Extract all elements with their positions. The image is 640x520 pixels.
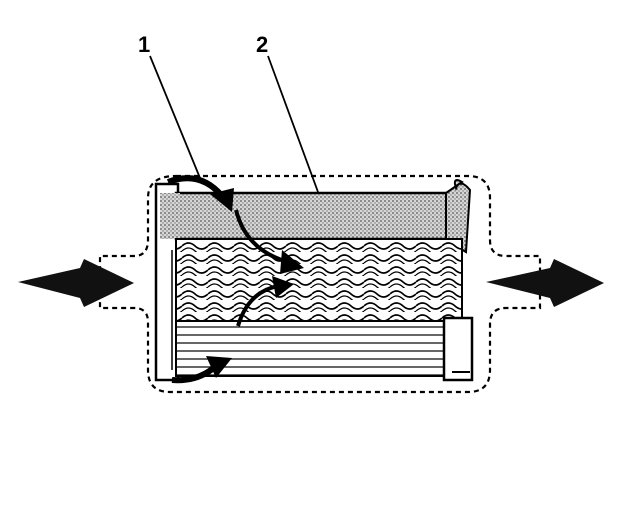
flow-arrow-center-curve xyxy=(234,209,289,264)
flow-arrow-top-curve xyxy=(166,175,225,199)
inlet-flow-arrow xyxy=(18,259,134,307)
callout-2-leader xyxy=(267,55,319,193)
outlet-flow-arrow xyxy=(486,259,604,307)
dashed-housing-outline xyxy=(98,174,542,394)
prefilter-torn-edge xyxy=(445,179,472,254)
prefilter-layer xyxy=(174,191,450,241)
flow-arrow-center-head xyxy=(280,250,304,274)
flow-arrow-lower-curve xyxy=(236,284,279,327)
right-end-cap xyxy=(442,316,474,382)
flow-arrow-top-head xyxy=(210,188,234,212)
filter-media-wavy xyxy=(175,238,463,322)
prefilter-layer-end xyxy=(160,193,180,239)
callout-1-leader xyxy=(149,55,201,179)
callout-1-label: 1 xyxy=(138,32,150,57)
callout-2-label: 2 xyxy=(256,32,268,57)
flow-arrow-bottom-head xyxy=(206,356,232,378)
flow-arrow-lower-head xyxy=(272,276,294,298)
